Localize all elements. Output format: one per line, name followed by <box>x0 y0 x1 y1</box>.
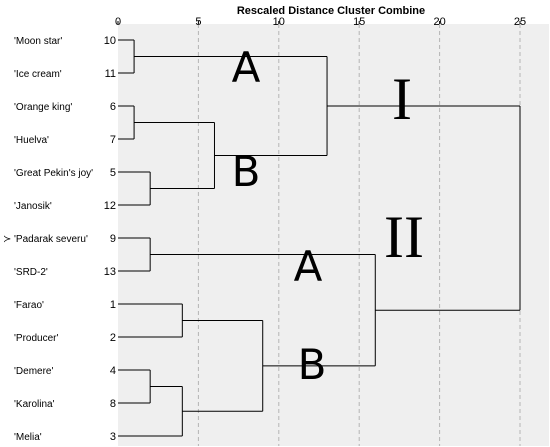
case-name: 'Melia' <box>14 432 42 443</box>
case-number: 10 <box>104 35 116 47</box>
tick-label: 25 <box>514 16 526 28</box>
case-name: 'SRD-2' <box>14 267 48 278</box>
tick-label: 20 <box>433 16 445 28</box>
subgroup-label-ib: B <box>232 147 261 196</box>
case-number: 12 <box>104 200 116 212</box>
group-label-i: I <box>392 66 412 132</box>
case-number: 1 <box>110 299 116 311</box>
case-number: 5 <box>110 167 116 179</box>
case-number: 2 <box>110 332 116 344</box>
dendrogram-branches <box>118 39 521 437</box>
case-number: 4 <box>110 365 116 377</box>
case-number: 6 <box>110 101 116 113</box>
plot-background <box>118 24 549 446</box>
case-name: 'Huelva' <box>14 135 49 146</box>
case-number: 13 <box>104 266 116 278</box>
case-name: 'Producer' <box>14 333 58 344</box>
case-number: 3 <box>110 431 116 443</box>
axis-ticks: 0 5 10 15 20 25 <box>115 16 526 28</box>
axis-title: Rescaled Distance Cluster Combine <box>237 5 425 17</box>
case-number: 11 <box>105 68 116 80</box>
case-name: 'Demere' <box>14 366 53 377</box>
tick-label: 5 <box>195 16 201 28</box>
tick-label: 10 <box>273 16 285 28</box>
tick-label: 15 <box>353 16 365 28</box>
tick-label: 0 <box>115 16 121 28</box>
subgroup-label-iia: A <box>294 242 323 291</box>
case-number: 9 <box>110 233 116 245</box>
row-marker: ≻ <box>3 234 11 245</box>
subgroup-label-ia: A <box>232 43 261 92</box>
case-name: 'Ice cream' <box>14 69 62 80</box>
case-name: 'Janosik' <box>14 201 52 212</box>
case-name: 'Farao' <box>14 300 44 311</box>
case-name: 'Padarak severu' <box>14 234 88 245</box>
subgroup-label-iib: B <box>298 340 327 389</box>
case-number: 7 <box>110 134 116 146</box>
case-name: 'Great Pekin's joy' <box>14 168 93 179</box>
case-number: 8 <box>110 398 116 410</box>
case-name: 'Karolina' <box>14 399 55 410</box>
case-labels: 'Moon star' 10 'Ice cream' 11 'Orange king' 6… <box>14 35 116 443</box>
case-name: 'Orange king' <box>14 102 72 113</box>
case-name: 'Moon star' <box>14 36 62 47</box>
group-label-ii: II <box>384 204 424 270</box>
